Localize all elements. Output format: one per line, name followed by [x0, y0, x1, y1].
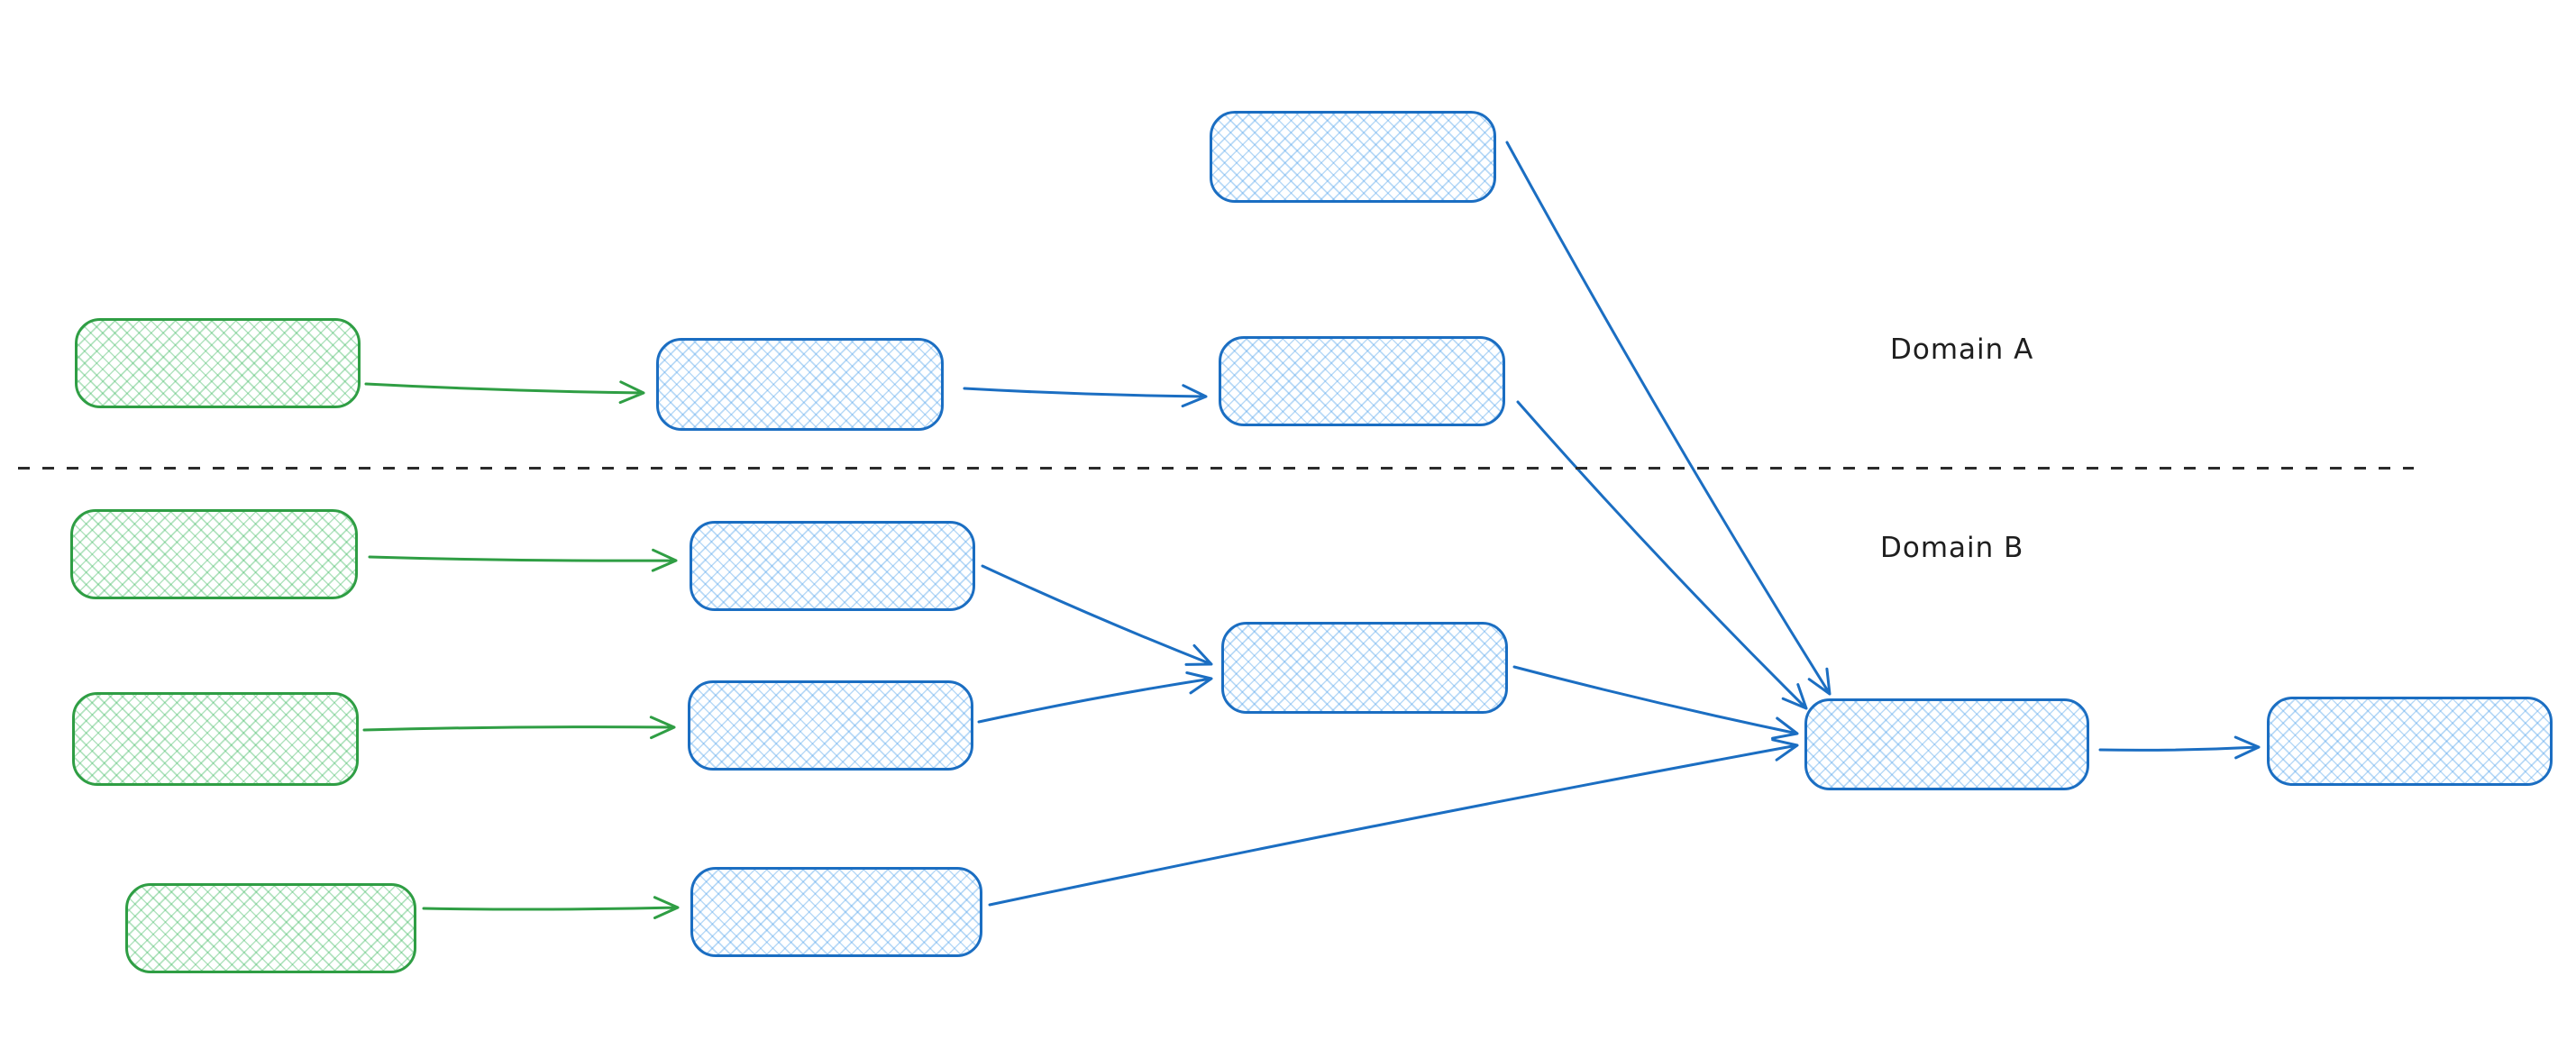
node-blue-a1[interactable]	[656, 338, 944, 431]
arrow-green-b2-to-b2[interactable]	[362, 716, 676, 740]
node-green-source-b2[interactable]	[72, 692, 359, 786]
node-blue-b3-merge[interactable]	[1221, 622, 1508, 714]
arrow-green-a-to-a1[interactable]	[364, 380, 645, 405]
node-blue-final-merge[interactable]	[1804, 698, 2089, 790]
node-blue-output[interactable]	[2267, 697, 2553, 786]
node-blue-b2[interactable]	[688, 680, 973, 771]
node-blue-a2[interactable]	[1219, 336, 1505, 426]
node-blue-b4[interactable]	[690, 867, 982, 957]
domain-a-label[interactable]: Domain A	[1890, 333, 2034, 366]
arrow-a1-to-a2[interactable]	[963, 384, 1208, 408]
node-blue-b1[interactable]	[690, 521, 975, 611]
domain-divider-line[interactable]	[18, 467, 2414, 470]
arrow-top-to-merge[interactable]	[1505, 141, 1832, 696]
arrow-a2-to-merge[interactable]	[1516, 400, 1808, 710]
arrow-b3merge-to-merge[interactable]	[1512, 665, 1799, 740]
domain-b-label[interactable]: Domain B	[1880, 532, 2024, 564]
arrow-b2-to-b3merge[interactable]	[977, 671, 1213, 724]
node-green-source-a[interactable]	[75, 318, 361, 408]
node-green-source-b1[interactable]	[70, 509, 358, 599]
node-blue-top-a[interactable]	[1210, 111, 1496, 203]
arrow-green-b1-to-b1[interactable]	[368, 548, 678, 572]
arrow-green-b3-to-b4[interactable]	[422, 896, 680, 919]
arrow-b4-to-merge[interactable]	[988, 738, 1799, 907]
node-green-source-b3[interactable]	[125, 883, 416, 973]
arrow-merge-to-output[interactable]	[2098, 735, 2261, 760]
arrow-b1-to-b3merge[interactable]	[981, 564, 1213, 666]
